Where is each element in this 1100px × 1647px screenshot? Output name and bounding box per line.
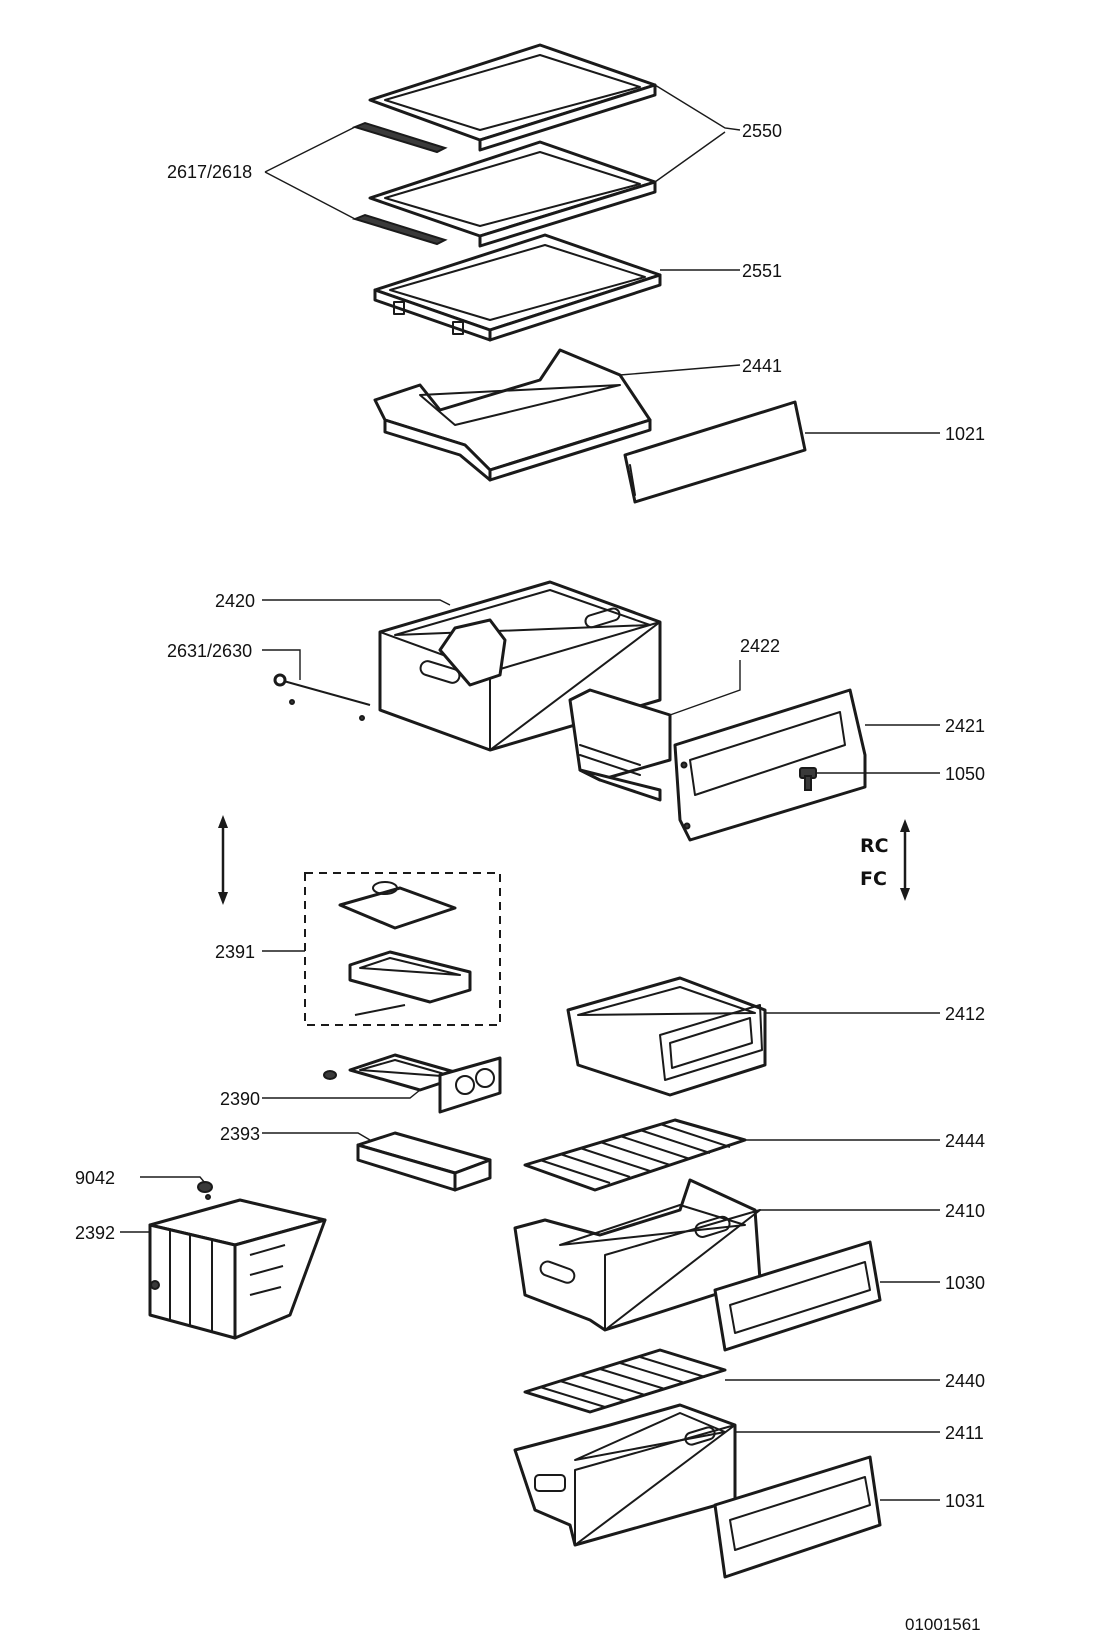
- callout-2393: 2393: [220, 1124, 260, 1144]
- crisper-tray-2441[interactable]: [373, 348, 652, 482]
- callout-2631-2630: 2631/2630: [167, 641, 252, 661]
- ice-maker-cage-2392[interactable]: [148, 1198, 327, 1340]
- fc-label: FC: [860, 868, 887, 890]
- callout-1030: 1030: [945, 1273, 985, 1293]
- wire-shelf-2444[interactable]: [523, 1118, 747, 1192]
- shelf-rail-2618-lower[interactable]: [351, 213, 448, 246]
- callout-2441: 2441: [742, 356, 782, 376]
- leader-lines: [120, 84, 940, 1501]
- ice-tray-2390[interactable]: [323, 1053, 502, 1114]
- auger-2631-2630[interactable]: [273, 673, 371, 721]
- drawer-front-1030[interactable]: [713, 1240, 882, 1352]
- drawer-front-1021[interactable]: [623, 400, 807, 504]
- glass-shelf-2551[interactable]: [373, 233, 662, 342]
- double-arrow-left: [218, 815, 228, 905]
- callout-2550: 2550: [742, 121, 782, 141]
- callout-2551: 2551: [742, 261, 782, 281]
- double-arrow-right: [900, 819, 910, 901]
- callout-2411: 2411: [945, 1423, 984, 1443]
- ice-maker-kit-2391[interactable]: [338, 881, 472, 1016]
- callout-2391: 2391: [215, 942, 255, 962]
- callout-2421: 2421: [945, 716, 985, 736]
- drawer-front-1031[interactable]: [713, 1455, 882, 1579]
- callout-2617-2618: 2617/2618: [167, 162, 252, 182]
- glass-shelf-2550-upper[interactable]: [368, 43, 657, 152]
- ice-bin-door-2421[interactable]: [673, 688, 867, 842]
- drawing-number: 01001561: [905, 1615, 981, 1634]
- shelf-rail-2617-upper[interactable]: [351, 121, 448, 154]
- callout-2390: 2390: [220, 1089, 260, 1109]
- callout-1021: 1021: [945, 424, 985, 444]
- callout-2412: 2412: [945, 1004, 985, 1024]
- freezer-drawer-2410[interactable]: [513, 1178, 762, 1332]
- knob-9042[interactable]: [197, 1181, 213, 1200]
- callout-2444: 2444: [945, 1131, 985, 1151]
- callout-1050: 1050: [945, 764, 985, 784]
- callout-2440: 2440: [945, 1371, 985, 1391]
- callout-1031: 1031: [945, 1491, 985, 1511]
- ice-chute-2422[interactable]: [568, 688, 672, 802]
- freezer-drawer-2411[interactable]: [513, 1403, 737, 1547]
- ice-maker-kit-2391-frame: [304, 872, 501, 1026]
- freezer-basket-2412[interactable]: [566, 976, 767, 1097]
- callout-2392: 2392: [75, 1223, 115, 1243]
- wire-shelf-2440[interactable]: [523, 1348, 727, 1414]
- callout-9042: 9042: [75, 1168, 115, 1188]
- ice-storage-tray-2393[interactable]: [356, 1131, 492, 1192]
- callout-2420: 2420: [215, 591, 255, 611]
- callout-2422: 2422: [740, 636, 780, 656]
- rc-label: RC: [860, 835, 889, 857]
- callout-2410: 2410: [945, 1201, 985, 1221]
